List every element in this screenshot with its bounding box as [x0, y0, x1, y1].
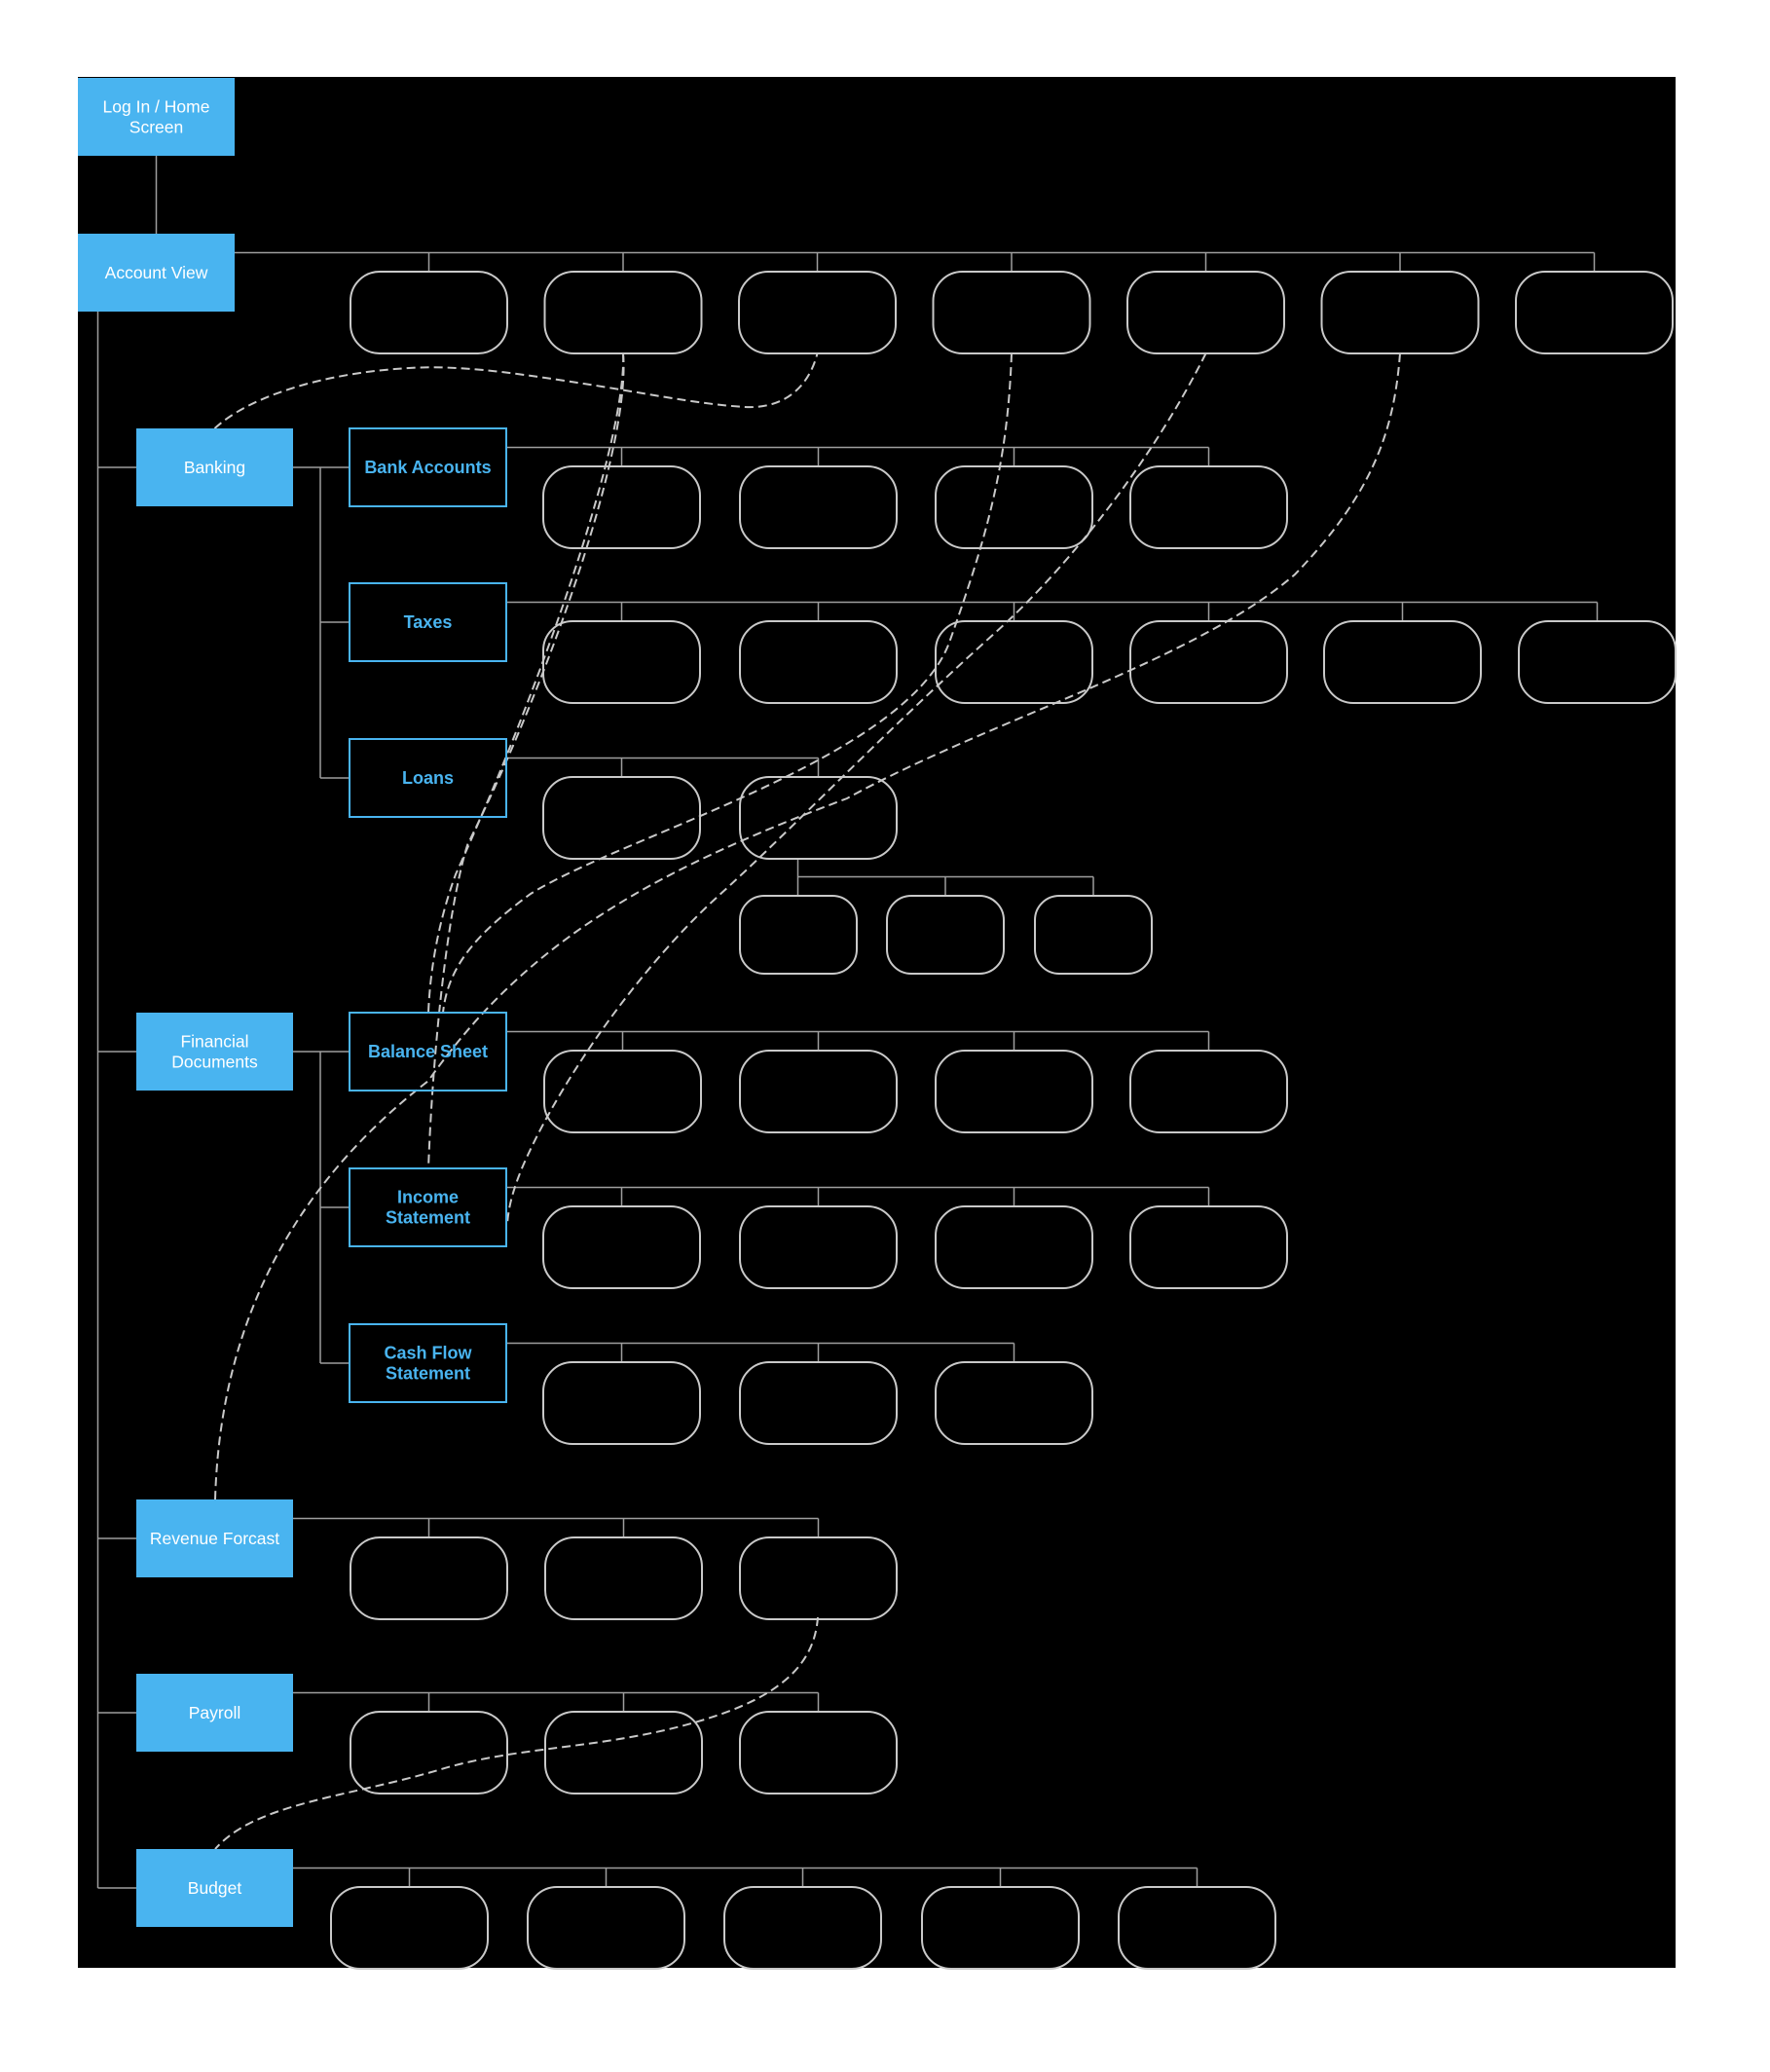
svg-text:Budget: Budget: [188, 1878, 242, 1898]
svg-text:Bank Accounts: Bank Accounts: [364, 458, 491, 477]
svg-text:Log In / Home: Log In / Home: [103, 97, 210, 117]
svg-text:Taxes: Taxes: [404, 612, 453, 632]
svg-text:Payroll: Payroll: [189, 1703, 241, 1722]
svg-text:Balance Sheet: Balance Sheet: [368, 1042, 488, 1061]
svg-text:Loans: Loans: [402, 768, 454, 788]
svg-text:Statement: Statement: [386, 1364, 470, 1384]
svg-text:Revenue Forcast: Revenue Forcast: [150, 1529, 279, 1548]
svg-text:Income: Income: [397, 1188, 459, 1207]
svg-text:Documents: Documents: [171, 1053, 258, 1072]
svg-text:Account View: Account View: [105, 263, 208, 282]
svg-text:Cash Flow: Cash Flow: [384, 1344, 472, 1363]
svg-text:Banking: Banking: [184, 458, 245, 477]
svg-text:Statement: Statement: [386, 1208, 470, 1228]
svg-text:Screen: Screen: [129, 118, 183, 137]
svg-text:Financial: Financial: [180, 1032, 248, 1052]
